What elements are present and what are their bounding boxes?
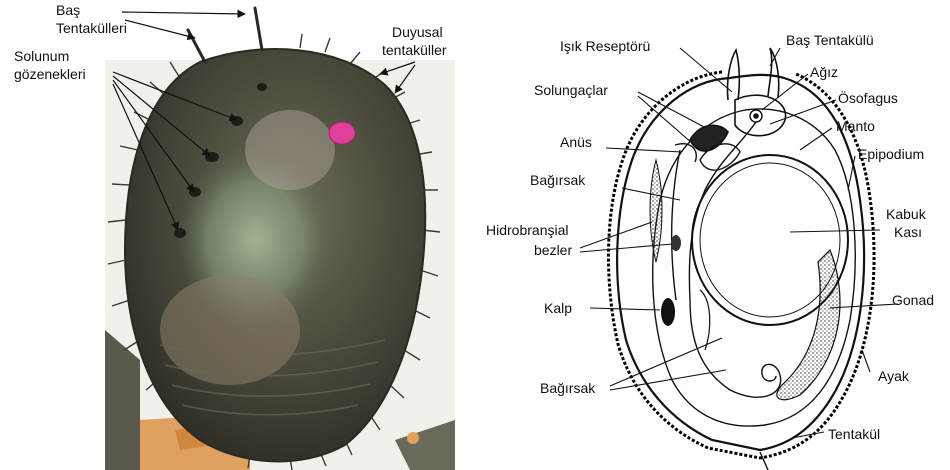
photo-panel [105,8,455,470]
pink-tag [329,122,355,144]
label-photoreceptor: Işık Reseptörü [560,38,650,54]
label-sensory-tentacles-1: Duyusal [392,24,443,40]
gill-1 [690,125,728,151]
orange-dot [407,432,419,444]
head-tentacle-right [768,48,779,98]
anatomy-drawing [608,48,874,470]
label-mouth: Ağız [810,64,838,80]
label-epipodium: Epipodium [858,146,924,162]
small-gland [671,235,681,251]
intestine-upper-tube [672,150,680,300]
label-respiratory-pores-2: gözenekleri [14,66,86,82]
label-mantle: Manto [836,118,875,134]
intestine-lower-loop [690,300,781,397]
label-anus: Anüs [560,134,592,150]
hydrobranchial-gland [650,160,662,262]
head-tentacle-left [727,50,739,100]
intestine-lower-loop-2 [700,290,710,350]
bottom-tentacle [760,452,768,470]
label-hydrobranchial-1: Hidrobranşial [486,222,568,238]
label-respiratory-pores-1: Solunum [14,48,69,64]
label-head-tentacles-1: Baş [56,2,80,18]
heart [661,298,675,326]
label-shell-muscle-1: Kabuk [886,206,926,222]
label-hydrobranchial-2: bezler [534,242,572,258]
label-foot: Ayak [878,368,909,384]
label-intestine-lower: Bağırsak [540,380,595,396]
shell-muscle-inner [700,163,840,317]
iridescent-patch-pink [245,110,335,190]
head [735,95,786,135]
label-shell-muscle-2: Kası [894,224,922,240]
label-head-tentacles-2: Tentakülleri [56,20,127,36]
label-gills: Solungaçlar [534,82,608,98]
label-gonad: Gonad [892,292,934,308]
label-tentacle: Tentakül [828,426,880,442]
label-head-tentacle: Baş Tentakülü [786,32,874,48]
label-intestine-upper: Bağırsak [530,172,585,188]
label-heart: Kalp [544,300,572,316]
label-sensory-tentacles-2: tentaküller [382,42,447,58]
label-esophagus: Ösofagus [838,90,898,106]
